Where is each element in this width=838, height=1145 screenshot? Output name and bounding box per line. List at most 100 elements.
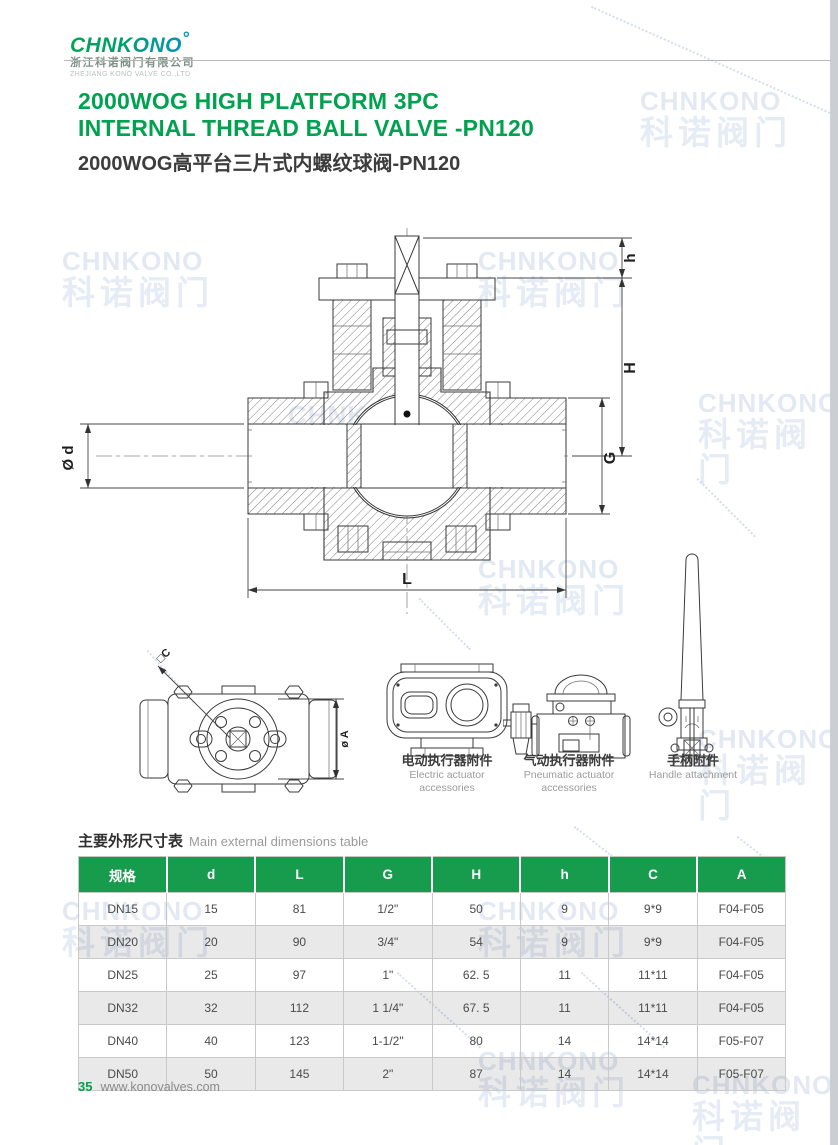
table-cell: DN40 [77,1024,168,1058]
table-cell: F04-F05 [696,991,787,1025]
table-cell: 80 [431,1024,521,1058]
dim-label-d: Ø d [60,446,77,471]
table-cell: 25 [166,958,256,992]
table-cell: 54 [431,925,521,959]
caption-en-line2: accessories [419,782,475,794]
table-cell: 32 [166,991,256,1025]
watermark-line2: 科诺阀门 [698,416,812,488]
header-cell: H [432,856,522,893]
table-cell: DN20 [77,925,168,959]
dotted-decor-line [573,826,613,858]
table-cell: 14 [519,1057,610,1091]
electric-actuator-drawing [386,663,508,757]
page-number: 35 [78,1079,93,1094]
table-cell: 9 [519,892,610,926]
title-en-line1: 2000WOG HIGH PLATFORM 3PC [78,88,440,114]
table-cell: 14*14 [608,1024,698,1058]
logo-text: CHNKONO [70,34,182,57]
table-cell: 50 [166,1057,256,1091]
header-cell: A [697,856,786,893]
table-cell: F05-F07 [696,1057,787,1091]
header-divider [64,60,830,61]
table-cell: 123 [254,1024,345,1058]
page-title: 2000WOG HIGH PLATFORM 3PC INTERNAL THREA… [78,88,534,176]
table-cell: 67. 5 [431,991,521,1025]
title-cn: 2000WOG高平台三片式内螺纹球阀-PN120 [78,153,461,175]
table-cell: F04-F05 [696,892,787,926]
table-cell: 20 [166,925,256,959]
table-cell: 40 [166,1024,256,1058]
logo-wordmark: CHNKONO° [70,27,195,57]
table-cell: 14 [519,1024,610,1058]
table-cell: DN15 [77,892,168,926]
caption-en-line2: accessories [541,782,597,794]
table-cell: 1/2" [343,892,433,926]
pneumatic-actuator-drawing [503,674,631,759]
table-cell: 87 [431,1057,521,1091]
table-cell: 11 [519,958,610,992]
logo-degree-mark: ° [182,28,190,48]
table-cell: 90 [254,925,345,959]
caption-en-line1: Electric actuator [409,769,485,781]
valve-section-drawing: h H G Ø d L [60,228,639,614]
table-cell: 15 [166,892,256,926]
table-cell: DN32 [77,991,168,1025]
table-cell: 1 1/4" [343,991,433,1025]
table-cell: 9*9 [608,925,698,959]
valve-top-view-drawing: □C ø A [139,646,351,793]
title-en-line2: INTERNAL THREAD BALL VALVE -PN120 [78,115,534,141]
header-cell: h [520,856,610,893]
logo-company-en: ZHEJIANG KONO VALVE CO.,LTD [70,71,191,78]
dim-label-G: G [602,452,619,464]
logo-company-cn: 浙江科诺阀门有限公司 [70,57,195,69]
handle-drawing [658,553,714,767]
table-title-en: Main external dimensions table [189,834,369,849]
header-logo: CHNKONO° 浙江科诺阀门有限公司 ZHEJIANG KONO VALVE … [70,27,195,79]
table-cell: 11*11 [608,958,698,992]
page-edge-strip [830,0,838,1145]
dim-label-h: h [622,253,639,262]
table-cell: 81 [254,892,345,926]
header-cell: 规格 [78,856,168,893]
table-cell: DN50 [77,1057,168,1091]
caption-handle: 手柄附件 Handle attachment [623,752,763,782]
caption-cn: 气动执行器附件 [523,753,615,768]
dim-label-H: H [622,362,639,374]
table-title: 主要外形尺寸表 Main external dimensions table [78,830,368,851]
table-cell: 9 [519,925,610,959]
dim-label-C: □C [154,646,173,665]
table-cell: 1-1/2" [343,1024,433,1058]
table-cell: 11*11 [608,991,698,1025]
table-cell: 97 [254,958,345,992]
caption-pneumatic-actuator: 气动执行器附件 Pneumatic actuator accessories [499,752,639,795]
header-cell: C [608,856,699,893]
page-footer: 35 www.konovalves.com [78,1078,220,1096]
header-cell: L [255,856,345,893]
watermark-line2: 科诺阀门 [640,114,792,152]
table-cell: 62. 5 [431,958,521,992]
table-cell: 112 [254,991,345,1025]
table-cell: 14*14 [608,1057,698,1091]
table-cell: 9*9 [608,892,698,926]
header-cell: G [343,856,434,893]
caption-en-line1: Handle attachment [648,769,738,781]
table-cell: 2" [343,1057,433,1091]
watermark-line1: CHNKONO [698,388,838,418]
table-title-cn: 主要外形尺寸表 [78,833,184,850]
website-url: www.konovalves.com [100,1080,220,1094]
dotted-decor-line [696,478,756,538]
table-cell: DN25 [77,958,168,992]
watermark-line1: CHNKONO [640,86,782,116]
dim-label-L: L [402,571,412,588]
table-cell: F04-F05 [696,958,787,992]
table-cell: 50 [431,892,521,926]
